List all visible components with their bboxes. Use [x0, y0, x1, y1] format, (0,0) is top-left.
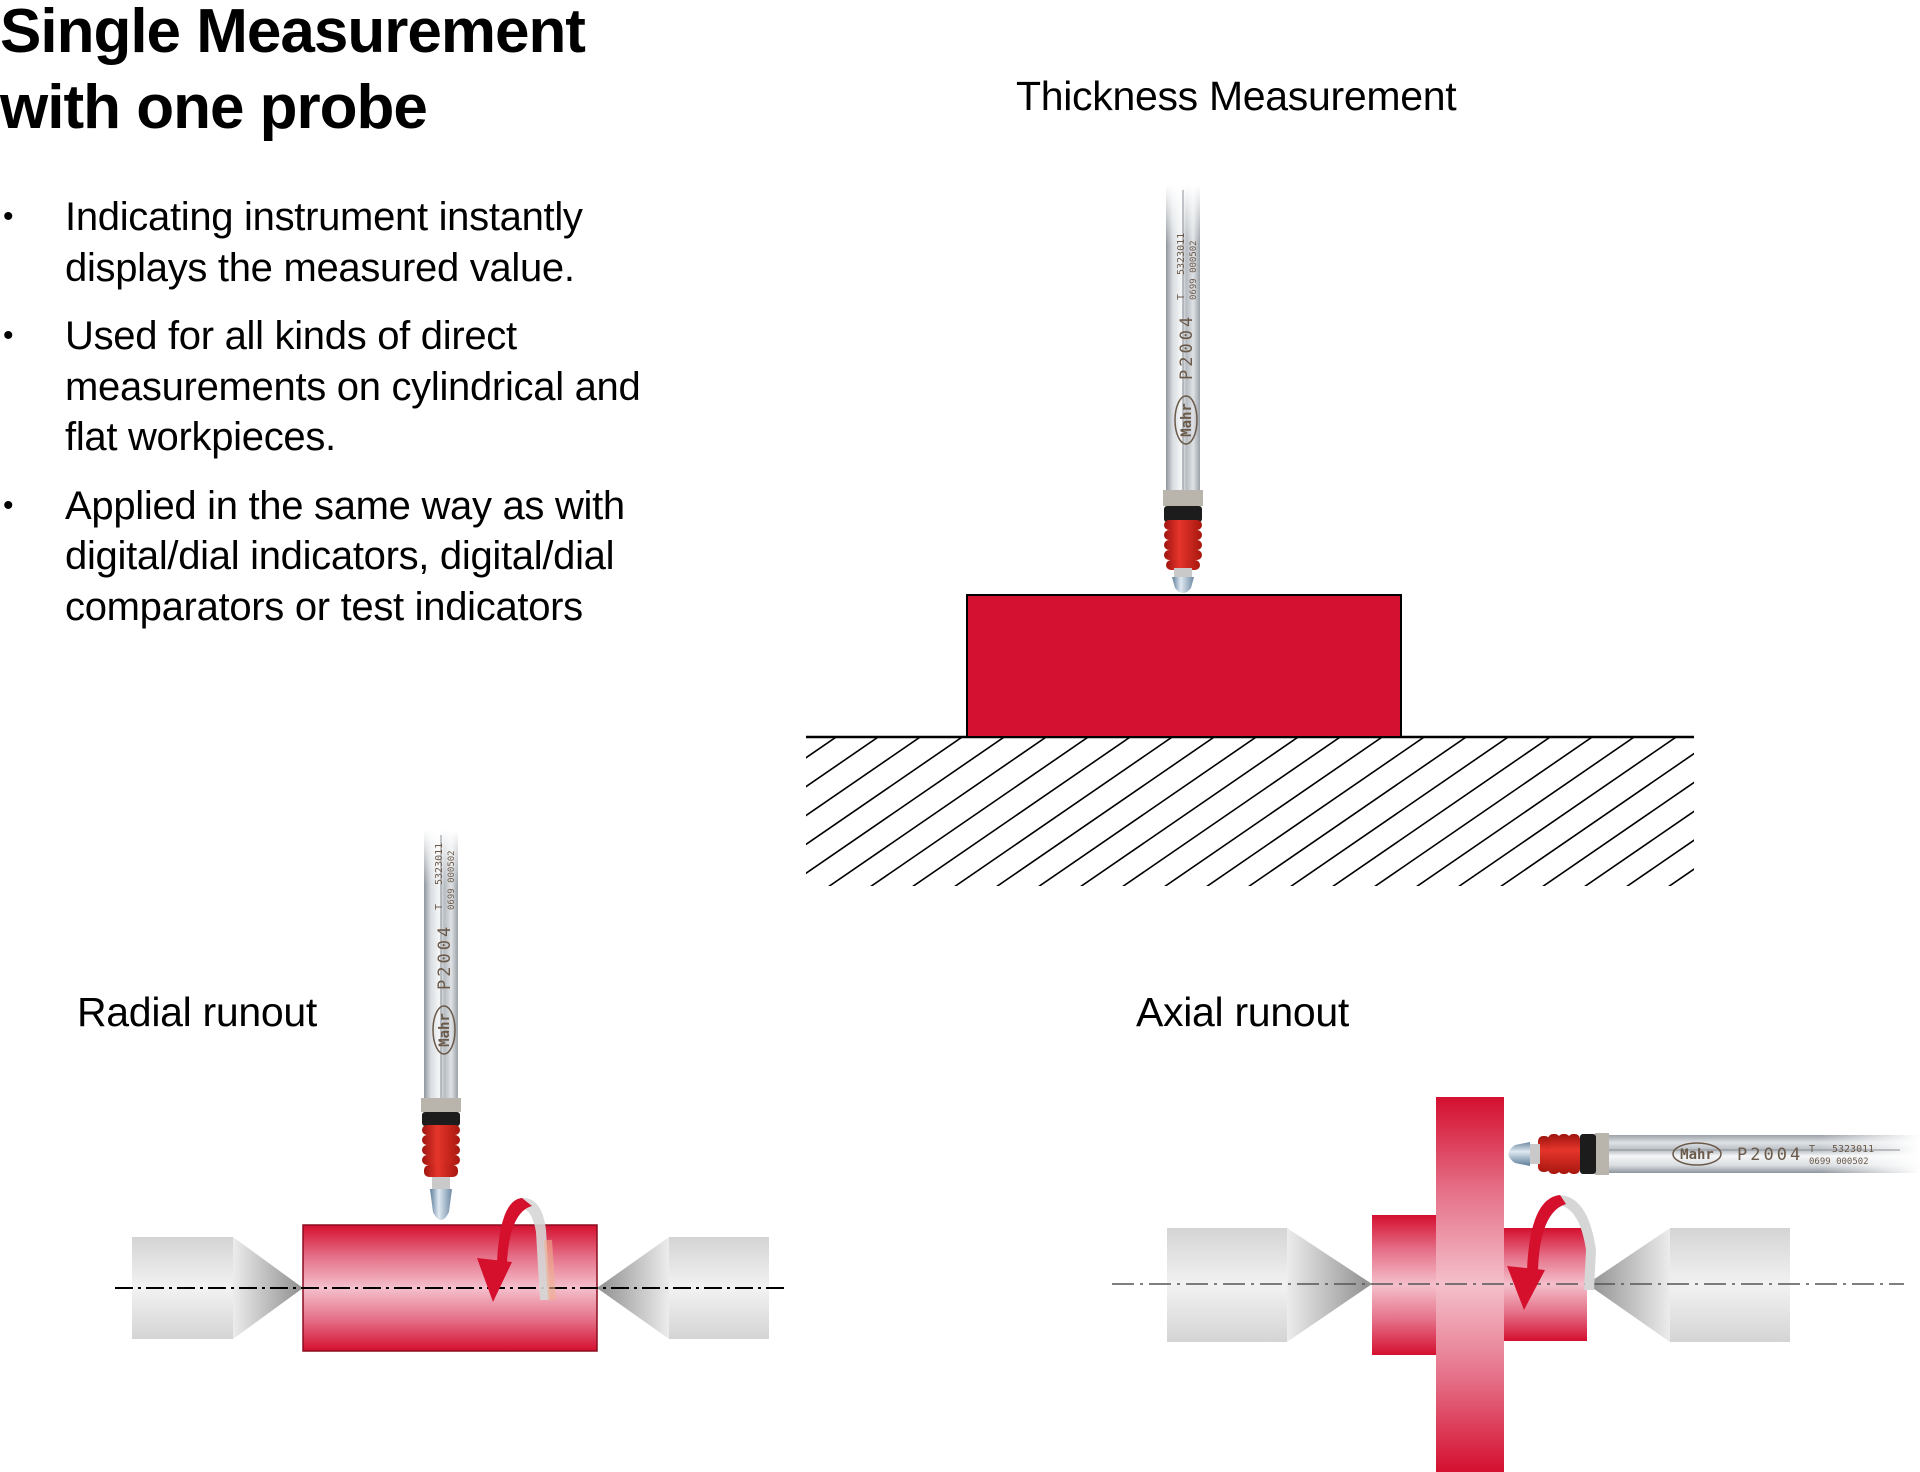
feature-text: Applied in the same way as with digital/…	[65, 483, 625, 629]
left-center-body	[1167, 1228, 1287, 1342]
thickness-measurement-label: Thickness Measurement	[1016, 73, 1457, 119]
probe-brand: Mahr	[1179, 403, 1195, 437]
feature-list: • Indicating instrument instantly displa…	[0, 192, 700, 650]
probe-serial: 5323011	[434, 843, 445, 885]
probe-model: P2004	[1737, 1145, 1803, 1165]
radial-runout-diagram: Mahr P2004 T 5323011 0699 000502	[115, 830, 786, 1352]
feature-list-item: • Used for all kinds of direct measureme…	[0, 311, 700, 463]
feature-text: Indicating instrument instantly displays…	[65, 195, 583, 290]
probe-brand: Mahr	[437, 1013, 453, 1047]
right-center-cone	[597, 1237, 669, 1339]
feature-list-item: • Indicating instrument instantly displa…	[0, 192, 700, 293]
right-center-cone	[1587, 1228, 1670, 1342]
probe-tip	[430, 1189, 452, 1220]
probe-tip	[1508, 1142, 1530, 1166]
right-center-body	[1670, 1228, 1790, 1342]
feature-text: Used for all kinds of direct measurement…	[65, 314, 641, 459]
page-title: Single Measurement with one probe	[0, 0, 586, 146]
bellows	[422, 1125, 460, 1177]
bellows	[1164, 520, 1202, 570]
probe-type-marker: T	[1809, 1144, 1815, 1155]
probe-code: 0699 000502	[1809, 1157, 1869, 1167]
feature-list-item: • Applied in the same way as with digita…	[0, 481, 700, 633]
mahr-logo-icon	[1174, 395, 1198, 445]
probe-model: P2004	[1177, 314, 1197, 380]
bullet-dot-icon: •	[3, 488, 14, 522]
hub-left	[1372, 1215, 1436, 1355]
rotation-arrow-icon	[477, 1197, 556, 1302]
probe-tip	[1172, 577, 1194, 593]
probe-serial: 5323011	[1832, 1144, 1874, 1155]
thickness-diagram: Mahr P2004 T 5323011 0699 000502	[806, 185, 1694, 886]
mahr-logo-icon	[432, 1005, 456, 1055]
probe-code: 0699 000502	[1189, 240, 1199, 300]
radial-runout-label: Radial runout	[77, 989, 317, 1035]
mahr-logo-icon	[1672, 1142, 1722, 1166]
probe-vertical-thickness: Mahr P2004 T 5323011 0699 000502	[1163, 185, 1203, 593]
probe-type-marker: T	[434, 904, 445, 910]
bullet-dot-icon: •	[3, 319, 14, 352]
probe-type-marker: T	[1176, 294, 1187, 300]
ground-hatch	[806, 738, 1694, 886]
flat-workpiece	[966, 594, 1402, 738]
left-center-cone	[1287, 1228, 1372, 1342]
left-center-cone	[233, 1237, 303, 1339]
probe-model: P2004	[435, 924, 455, 990]
probe-code: 0699 000502	[447, 850, 457, 910]
bullet-dot-icon: •	[3, 200, 14, 233]
axial-runout-label: Axial runout	[1136, 989, 1349, 1035]
probe-vertical-radial: Mahr P2004 T 5323011 0699 000502	[421, 830, 461, 1220]
probe-horizontal-axial: Mahr P2004 T 5323011 0699 000502	[1508, 1133, 1920, 1175]
probe-serial: 5323011	[1176, 233, 1187, 275]
axial-runout-diagram: Mahr P2004 T 5323011 0699 000502	[1112, 1097, 1920, 1472]
page-title-line-1: Single Measurement	[0, 0, 586, 66]
page-title-line-2: with one probe	[0, 73, 428, 142]
probe-brand: Mahr	[1680, 1147, 1714, 1163]
rotation-arrow-icon	[1507, 1195, 1596, 1310]
bellows	[1538, 1134, 1580, 1174]
